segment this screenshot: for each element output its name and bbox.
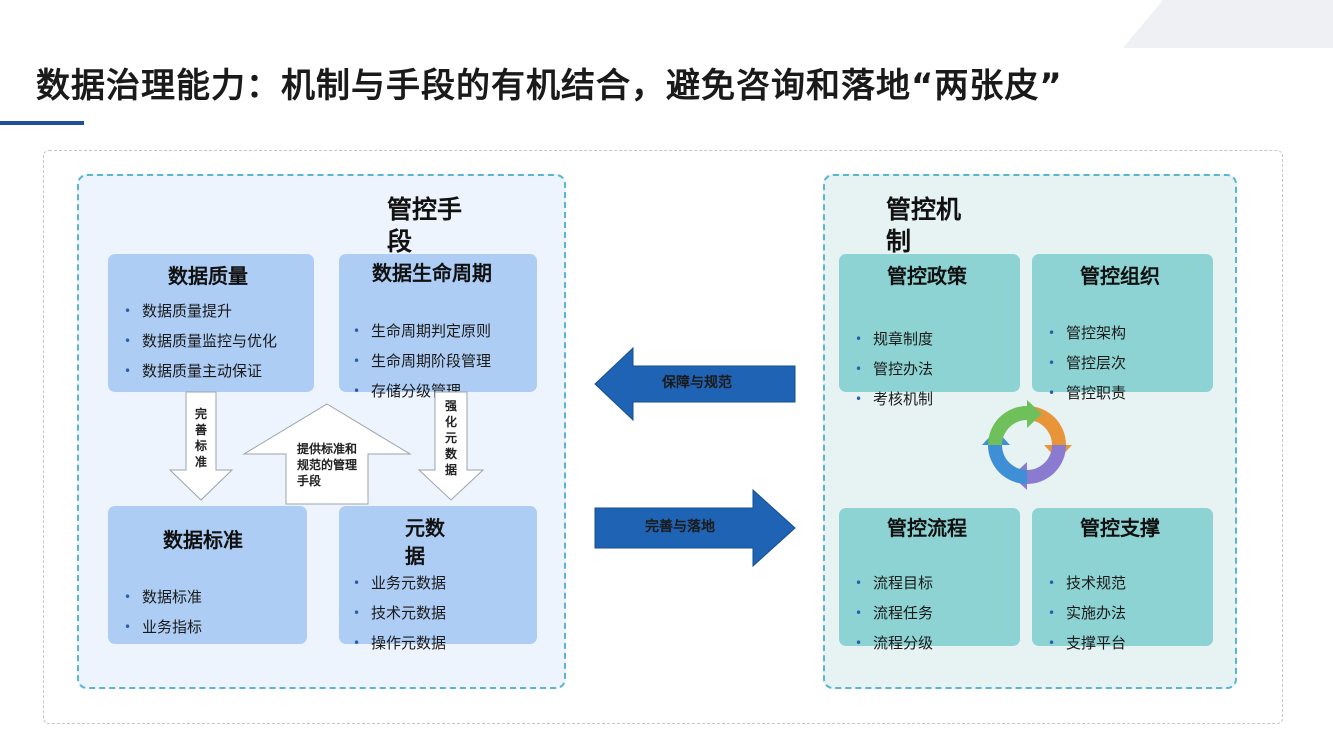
control-organization-list: 管控架构 管控层次 管控职责 (1046, 318, 1126, 408)
list-item: 管控架构 (1046, 318, 1126, 348)
control-mechanism-panel: 管控机制 管控政策 规章制度 管控办法 考核机制 管控组织 管控架构 管控层次 … (823, 174, 1237, 689)
strengthen-metadata-label: 强化元数据 (444, 399, 457, 477)
list-item: 技术规范 (1046, 568, 1126, 598)
metadata-list: 业务元数据 技术元数据 操作元数据 (351, 568, 446, 658)
control-policy-list: 规章制度 管控办法 考核机制 (853, 324, 933, 414)
control-means-title: 管控手段 (387, 195, 463, 256)
list-item: 数据质量提升 (122, 296, 277, 326)
data-standard-card: 数据标准 数据标准 业务指标 (108, 506, 307, 644)
control-process-card: 管控流程 流程目标 流程任务 流程分级 (839, 508, 1020, 658)
list-item: 管控层次 (1046, 348, 1126, 378)
list-item: 业务指标 (122, 612, 202, 642)
list-item: 生命周期阶段管理 (351, 346, 491, 376)
control-support-list: 技术规范 实施办法 支撑平台 (1046, 568, 1126, 658)
metadata-card: 元数据 业务元数据 技术元数据 操作元数据 (339, 506, 537, 658)
data-quality-card: 数据质量 数据质量提升 数据质量监控与优化 数据质量主动保证 (108, 254, 314, 392)
list-item: 管控职责 (1046, 378, 1126, 408)
control-policy-title: 管控政策 (887, 264, 967, 288)
data-lifecycle-card: 数据生命周期 生命周期判定原则 生命周期阶段管理 存储分级管理 (339, 254, 537, 406)
down-arrow-perfect-standard (168, 391, 234, 501)
down-arrow-strengthen-metadata (417, 391, 485, 501)
implement-label: 完善与落地 (645, 519, 715, 535)
title-accent-bar (0, 121, 84, 125)
control-policy-card: 管控政策 规章制度 管控办法 考核机制 (839, 254, 1020, 414)
list-item: 管控办法 (853, 354, 933, 384)
list-item: 操作元数据 (351, 628, 446, 658)
control-process-title: 管控流程 (887, 516, 967, 540)
data-standard-title: 数据标准 (163, 528, 243, 552)
list-item: 考核机制 (853, 384, 933, 414)
list-item: 流程目标 (853, 568, 933, 598)
data-quality-title: 数据质量 (168, 264, 248, 288)
list-item: 流程分级 (853, 628, 933, 658)
provide-standard-label: 提供标准和规范的管理手段 (297, 442, 358, 488)
control-support-title: 管控支撑 (1080, 516, 1160, 540)
control-mechanism-title: 管控机制 (886, 195, 962, 256)
perfect-standard-label: 完善标准 (194, 407, 207, 469)
guarantee-label: 保障与规范 (662, 375, 732, 391)
corner-decoration (1123, 0, 1333, 48)
list-item: 规章制度 (853, 324, 933, 354)
list-item: 业务元数据 (351, 568, 446, 598)
list-item: 实施办法 (1046, 598, 1126, 628)
list-item: 数据标准 (122, 582, 202, 612)
control-organization-card: 管控组织 管控架构 管控层次 管控职责 (1032, 254, 1213, 408)
list-item: 支撑平台 (1046, 628, 1126, 658)
page-title: 数据治理能力：机制与手段的有机结合，避免咨询和落地“两张皮” (36, 66, 1063, 106)
control-support-card: 管控支撑 技术规范 实施办法 支撑平台 (1032, 508, 1213, 658)
list-item: 生命周期判定原则 (351, 316, 491, 346)
list-item: 技术元数据 (351, 598, 446, 628)
control-process-list: 流程目标 流程任务 流程分级 (853, 568, 933, 658)
control-organization-title: 管控组织 (1080, 264, 1160, 288)
data-quality-list: 数据质量提升 数据质量监控与优化 数据质量主动保证 (122, 296, 277, 386)
recycle-cycle-icon (982, 400, 1072, 490)
list-item: 流程任务 (853, 598, 933, 628)
up-arrow-provide-standard (242, 403, 412, 505)
data-lifecycle-title: 数据生命周期 (372, 261, 492, 285)
metadata-title: 元数据 (405, 516, 445, 568)
left-arrow-guarantee (594, 346, 796, 422)
list-item: 数据质量监控与优化 (122, 326, 277, 356)
right-arrow-implement (594, 488, 796, 568)
control-means-panel: 管控手段 数据质量 数据质量提升 数据质量监控与优化 数据质量主动保证 数据生命… (77, 174, 566, 689)
list-item: 数据质量主动保证 (122, 356, 277, 386)
data-standard-list: 数据标准 业务指标 (122, 582, 202, 642)
